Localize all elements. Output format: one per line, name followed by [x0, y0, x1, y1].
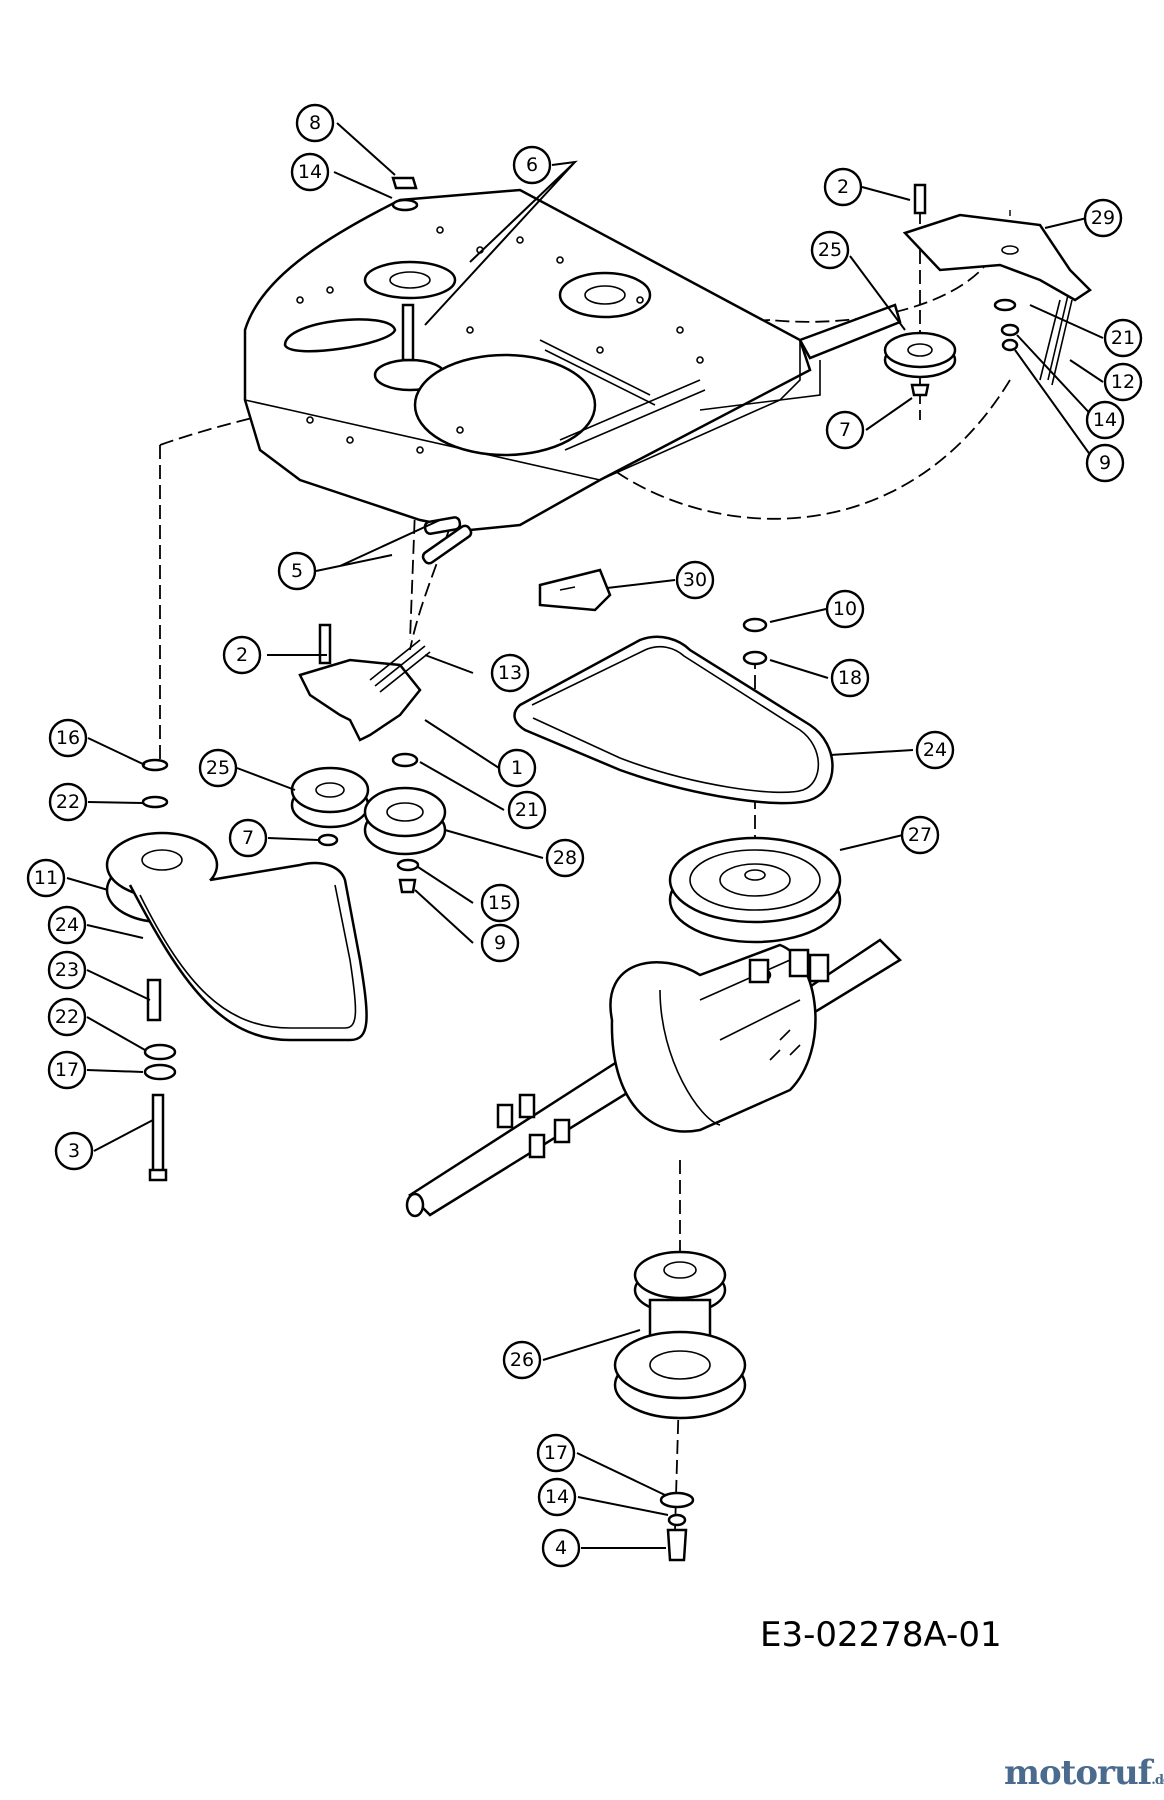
svg-text:11: 11	[34, 867, 58, 889]
svg-text:14: 14	[545, 1486, 569, 1508]
callout-c11: 11	[26, 858, 66, 898]
svg-text:26: 26	[510, 1349, 534, 1371]
right-idler-arm	[883, 183, 1092, 397]
callout-c14b: 14	[1085, 400, 1125, 440]
callout-c27: 27	[900, 815, 940, 855]
center-idler-assembly	[290, 623, 447, 894]
svg-text:10: 10	[833, 598, 857, 620]
nut-10-washer-18	[742, 617, 768, 666]
svg-text:27: 27	[908, 824, 932, 846]
svg-text:15: 15	[488, 892, 512, 914]
callout-c7a: 7	[825, 410, 865, 450]
chassis-plate	[243, 188, 902, 532]
svg-text:21: 21	[1111, 327, 1135, 349]
bolt-5	[421, 516, 473, 565]
svg-text:8: 8	[309, 112, 321, 134]
drawing-code-label: E3-02278A-01	[760, 1615, 1002, 1655]
svg-text:25: 25	[206, 757, 230, 779]
callout-bubbles: 8 14 6 2 29 25 21 12 7 14 9 5 30 10 2 13…	[26, 103, 1143, 1568]
callout-c22a: 22	[48, 782, 88, 822]
callout-c9b: 9	[480, 923, 520, 963]
callout-c1: 1	[497, 748, 537, 788]
svg-text:3: 3	[68, 1140, 80, 1162]
transaxle	[405, 938, 903, 1218]
svg-text:30: 30	[683, 569, 707, 591]
svg-text:16: 16	[56, 727, 80, 749]
svg-text:29: 29	[1091, 207, 1115, 229]
motoruf-watermark-logo: motoruf.de	[1004, 1753, 1164, 1793]
svg-text:2: 2	[837, 176, 849, 198]
callout-c25b: 25	[198, 748, 238, 788]
svg-text:7: 7	[839, 419, 851, 441]
callout-c8a: 8	[295, 103, 335, 143]
callout-c14c: 14	[537, 1477, 577, 1517]
svg-text:4: 4	[555, 1537, 567, 1559]
callout-c30: 30	[675, 560, 715, 600]
svg-text:5: 5	[291, 560, 303, 582]
left-drive-assembly	[105, 758, 368, 1182]
svg-text:24: 24	[923, 739, 947, 761]
bracket-30	[538, 568, 612, 612]
svg-text:6: 6	[526, 154, 538, 176]
svg-text:9: 9	[1099, 452, 1111, 474]
svg-text:1: 1	[511, 757, 523, 779]
callout-c14a: 14	[290, 152, 330, 192]
callout-c25a: 25	[810, 230, 850, 270]
callout-c26: 26	[502, 1340, 542, 1380]
svg-text:24: 24	[55, 914, 79, 936]
svg-text:14: 14	[298, 161, 322, 183]
callout-c24a: 24	[915, 730, 955, 770]
callout-c10: 10	[825, 589, 865, 629]
leader-lines	[66, 122, 1104, 1549]
callout-c12: 12	[1103, 362, 1143, 402]
callout-c22b: 22	[47, 997, 87, 1037]
watermark-brand: motoruf	[1004, 1753, 1152, 1793]
callout-c17a: 17	[47, 1050, 87, 1090]
callout-c29: 29	[1083, 198, 1123, 238]
svg-text:17: 17	[55, 1059, 79, 1081]
callout-c21b: 21	[507, 790, 547, 830]
callout-c2b: 2	[222, 635, 262, 675]
callout-c16: 16	[48, 718, 88, 758]
svg-text:17: 17	[544, 1442, 568, 1464]
callout-c15: 15	[480, 883, 520, 923]
svg-text:22: 22	[56, 791, 80, 813]
svg-text:25: 25	[818, 239, 842, 261]
svg-text:12: 12	[1111, 371, 1135, 393]
svg-text:13: 13	[498, 662, 522, 684]
callout-c21a: 21	[1103, 318, 1143, 358]
callout-c6: 6	[512, 145, 552, 185]
callout-c24b: 24	[47, 905, 87, 945]
callout-c28: 28	[545, 838, 585, 878]
callout-c4: 4	[541, 1528, 581, 1568]
watermark-tld: .de	[1151, 1773, 1164, 1788]
svg-text:18: 18	[838, 667, 862, 689]
callout-c23: 23	[47, 950, 87, 990]
callout-c9a: 9	[1085, 443, 1125, 483]
pulley-26-assembly	[613, 1250, 747, 1562]
svg-text:14: 14	[1093, 409, 1117, 431]
svg-text:23: 23	[55, 959, 79, 981]
svg-text:7: 7	[242, 827, 254, 849]
callout-c7b: 7	[228, 818, 268, 858]
callout-c13: 13	[490, 653, 530, 693]
main-belt-24	[513, 635, 834, 805]
svg-text:9: 9	[494, 932, 506, 954]
callout-c18: 18	[830, 658, 870, 698]
svg-text:2: 2	[236, 644, 248, 666]
stud-and-nut-top	[391, 176, 419, 362]
callout-c3: 3	[54, 1131, 94, 1171]
svg-text:21: 21	[515, 799, 539, 821]
svg-text:28: 28	[553, 847, 577, 869]
svg-text:22: 22	[55, 1006, 79, 1028]
callout-c2a: 2	[823, 167, 863, 207]
callout-c17b: 17	[536, 1433, 576, 1473]
callout-c5: 5	[277, 551, 317, 591]
pulley-27	[668, 836, 842, 944]
